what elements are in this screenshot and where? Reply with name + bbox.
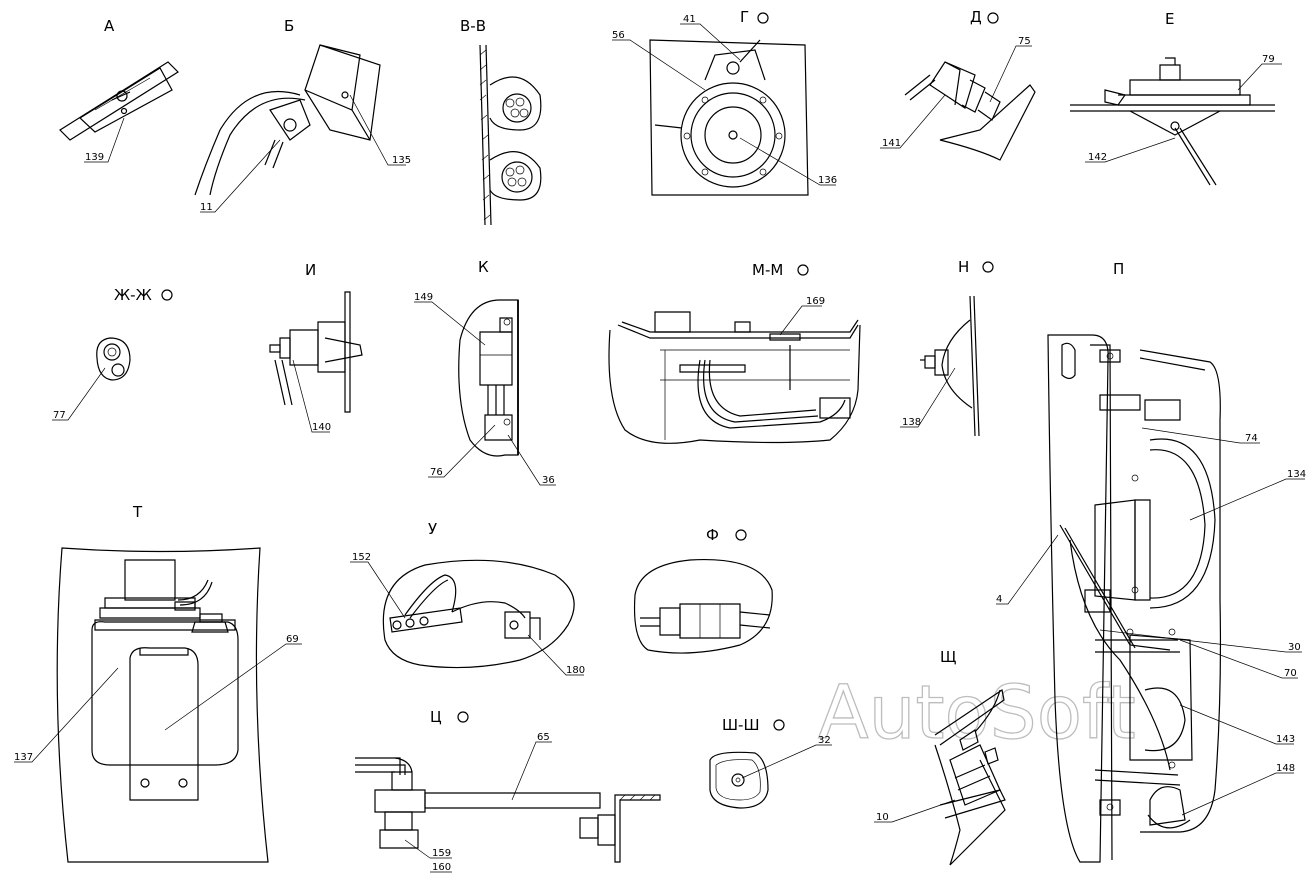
callout-56: 56 xyxy=(612,30,625,41)
callout-76: 76 xyxy=(430,467,443,478)
callout-32: 32 xyxy=(818,735,831,746)
view-g-label: Г xyxy=(740,8,749,26)
callout-138: 138 xyxy=(902,417,921,428)
view-shch-label: Щ xyxy=(940,648,956,666)
callout-139: 139 xyxy=(85,152,104,163)
callout-36: 36 xyxy=(542,475,555,486)
callout-70: 70 xyxy=(1284,668,1297,679)
rotate-icon xyxy=(457,711,469,723)
view-shsh-label: Ш-Ш xyxy=(722,716,760,734)
view-p: П 74 134 4 30 xyxy=(996,260,1306,863)
callout-141: 141 xyxy=(882,138,901,149)
watermark-text: AutoSoft xyxy=(818,670,1136,756)
view-mm: М-М 169 xyxy=(608,261,861,444)
rotate-icon xyxy=(987,12,999,24)
callout-140: 140 xyxy=(312,422,331,433)
callout-10: 10 xyxy=(876,812,889,823)
view-e-label: Е xyxy=(1165,10,1174,28)
view-t: Т 69 137 xyxy=(14,503,302,863)
rotate-icon xyxy=(773,719,785,731)
callout-134: 134 xyxy=(1287,469,1306,480)
view-b-label: Б xyxy=(284,17,294,35)
callout-149: 149 xyxy=(414,292,433,303)
view-zhzh: Ж-Ж 77 xyxy=(52,286,173,421)
callout-142: 142 xyxy=(1088,152,1107,163)
callout-135: 135 xyxy=(392,155,411,166)
watermark: AutoSoft xyxy=(817,669,1136,756)
callout-169: 169 xyxy=(806,296,825,307)
rotate-icon xyxy=(797,264,809,276)
callout-11: 11 xyxy=(200,202,213,213)
view-vv: В-В xyxy=(460,17,542,226)
callout-152: 152 xyxy=(352,552,371,563)
view-a: А 139 xyxy=(59,17,179,163)
view-n: Н 138 xyxy=(900,258,994,437)
view-p-label: П xyxy=(1113,260,1124,278)
callout-74: 74 xyxy=(1245,433,1258,444)
callout-4: 4 xyxy=(996,594,1002,605)
view-e: Е 79 142 xyxy=(1070,10,1282,186)
view-n-label: Н xyxy=(958,258,969,276)
callout-137: 137 xyxy=(14,752,33,763)
view-u: У 152 180 xyxy=(350,520,585,676)
view-d-label: Д xyxy=(970,8,982,26)
view-vv-label: В-В xyxy=(460,17,486,35)
view-g: Г 41 56 136 xyxy=(612,8,837,196)
rotate-icon xyxy=(757,12,769,24)
view-mm-label: М-М xyxy=(752,261,783,279)
view-u-label: У xyxy=(428,520,437,538)
callout-69: 69 xyxy=(286,634,299,645)
callout-79: 79 xyxy=(1262,54,1275,65)
callout-148: 148 xyxy=(1276,763,1295,774)
view-ts-label: Ц xyxy=(430,708,442,726)
view-t-label: Т xyxy=(132,503,143,521)
callout-143: 143 xyxy=(1276,734,1295,745)
rotate-icon xyxy=(161,289,173,301)
callout-41: 41 xyxy=(683,14,696,25)
view-d: Д 75 141 xyxy=(880,8,1036,161)
view-shsh: Ш-Ш 32 xyxy=(709,716,832,809)
view-zhzh-label: Ж-Ж xyxy=(114,286,152,304)
rotate-icon xyxy=(735,529,747,541)
view-f-label: Ф xyxy=(706,526,719,544)
view-ts: Ц 65 159 160 xyxy=(355,708,661,873)
callout-30: 30 xyxy=(1288,642,1301,653)
callout-136: 136 xyxy=(818,175,837,186)
view-i: И 140 xyxy=(269,261,363,433)
view-shch: Щ 10 xyxy=(874,648,1006,866)
view-k-label: К xyxy=(478,258,489,276)
rotate-icon xyxy=(982,261,994,273)
view-i-label: И xyxy=(305,261,316,279)
view-a-label: А xyxy=(104,17,115,35)
view-k: К 149 76 36 xyxy=(414,258,556,486)
callout-65: 65 xyxy=(537,732,550,743)
view-b: Б 11 135 xyxy=(194,17,411,213)
callout-77: 77 xyxy=(53,410,66,421)
callout-75: 75 xyxy=(1018,36,1031,47)
callout-159: 159 xyxy=(432,848,451,859)
view-f: Ф xyxy=(633,526,773,654)
callout-160: 160 xyxy=(432,862,451,873)
callout-180: 180 xyxy=(566,665,585,676)
